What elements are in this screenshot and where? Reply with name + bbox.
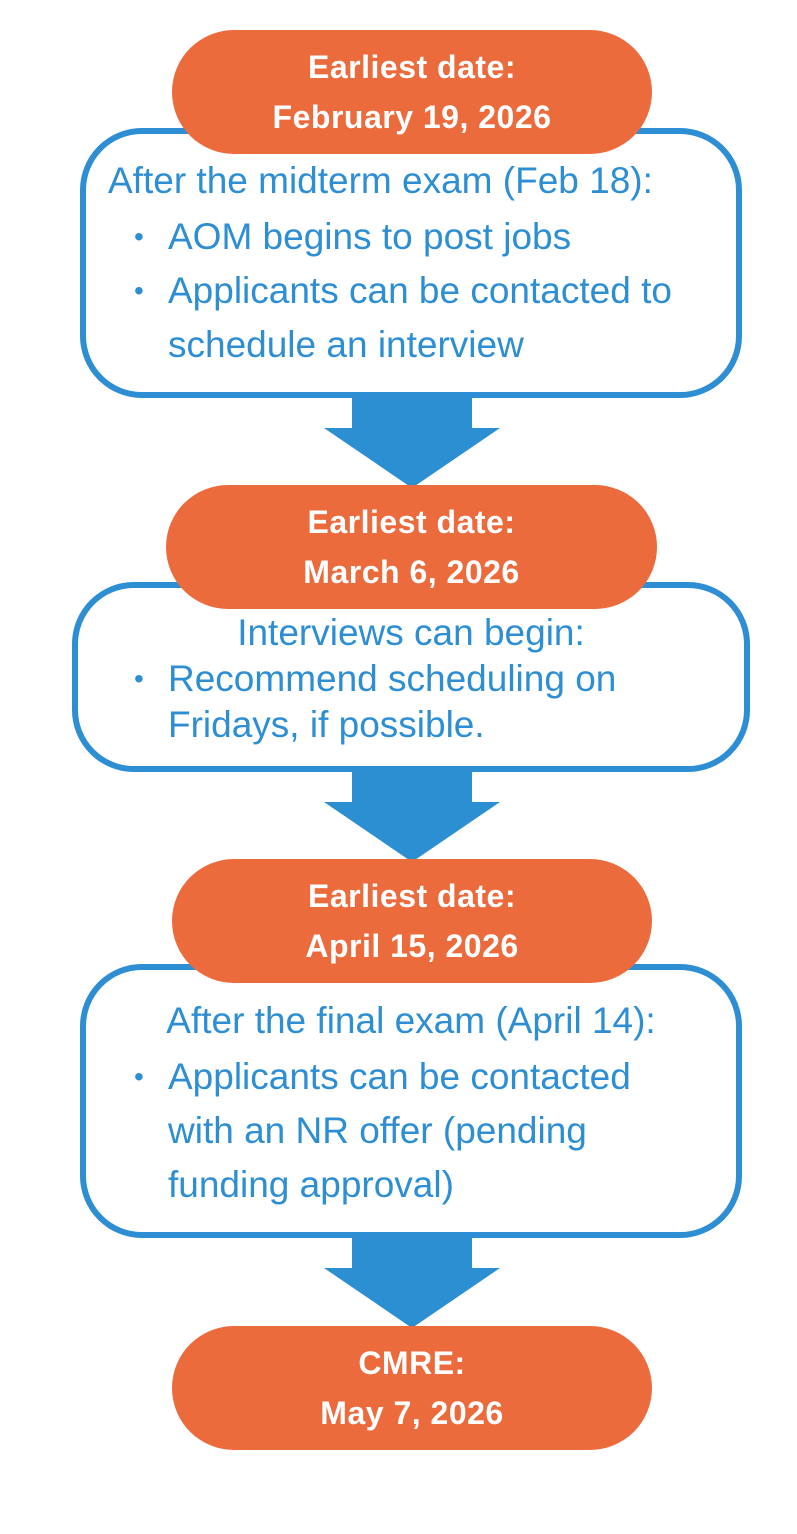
final-date-value: May 7, 2026 — [320, 1395, 504, 1431]
step-1-heading: After the midterm exam (Feb 18): — [108, 160, 653, 201]
down-arrow-shape — [324, 1236, 500, 1328]
step-2-bullet: • Recommend scheduling on — [120, 656, 740, 702]
down-arrow-icon — [324, 1236, 500, 1328]
step-2-heading: Interviews can begin: — [237, 612, 585, 653]
bullet-icon: • — [134, 221, 144, 252]
step-3-bullet-list: • Applicants can be contacted with an NR… — [120, 1050, 680, 1212]
step-3-bullet: • Applicants can be contacted with an NR… — [120, 1050, 680, 1212]
final-date-pill: CMRE: May 7, 2026 — [172, 1326, 652, 1450]
bullet-icon: • — [134, 663, 144, 694]
step-1-bullet: • AOM begins to post jobs — [120, 210, 720, 264]
step-3-date-label: Earliest date: — [308, 878, 516, 914]
final-date-label: CMRE: — [358, 1345, 466, 1381]
step-1-date-pill: Earliest date: February 19, 2026 — [172, 30, 652, 154]
step-2-date-pill: Earliest date: March 6, 2026 — [166, 485, 657, 609]
step-2-date-label: Earliest date: — [307, 504, 516, 540]
step-1-box: After the midterm exam (Feb 18): • AOM b… — [80, 128, 742, 398]
down-arrow-icon — [324, 396, 500, 488]
down-arrow-shape — [324, 770, 500, 862]
step-2-box: Interviews can begin: • Recommend schedu… — [72, 582, 750, 772]
step-3-heading: After the final exam (April 14): — [166, 1000, 656, 1041]
step-2-date-value: March 6, 2026 — [303, 554, 520, 590]
step-3-date-pill: Earliest date: April 15, 2026 — [172, 859, 652, 983]
step-1-bullet-list: • AOM begins to post jobs • Applicants c… — [120, 210, 720, 372]
down-arrow-shape — [324, 396, 500, 488]
step-1-bullet: • Applicants can be contacted to schedul… — [120, 264, 708, 372]
down-arrow-icon — [324, 770, 500, 862]
step-2-bullet-continued: Fridays, if possible. — [168, 704, 485, 745]
step-2-bullet-list: • Recommend scheduling on Fridays, if po… — [120, 656, 740, 748]
step-3-box: After the final exam (April 14): • Appli… — [80, 964, 742, 1238]
step-3-date-value: April 15, 2026 — [305, 928, 519, 964]
bullet-icon: • — [134, 275, 144, 306]
step-1-date-value: February 19, 2026 — [272, 99, 552, 135]
bullet-icon: • — [134, 1061, 144, 1092]
step-1-date-label: Earliest date: — [308, 49, 516, 85]
